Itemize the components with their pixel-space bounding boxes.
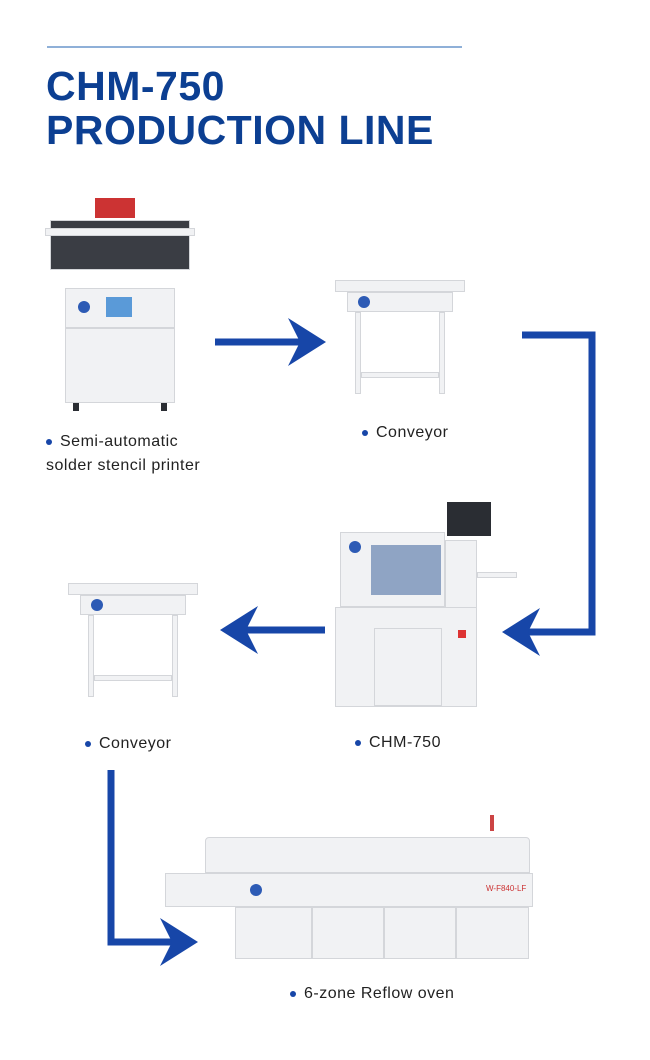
bullet-icon [85,740,91,747]
arrowhead-right-2 [160,918,198,966]
chm750-label: CHM-750 [355,731,441,755]
bullet-icon [46,438,52,445]
printer-label: Semi-automatic solder stencil printer [46,430,200,478]
arrow-conveyor-to-chm750 [522,331,596,636]
title-line-2: PRODUCTION LINE [46,107,434,153]
oven-model-marking: W-F840-LF [486,884,527,893]
arrow-conveyor-to-oven [107,770,180,946]
bullet-icon [355,739,361,746]
arrowhead-left-1 [502,608,540,656]
stencil-printer-image [45,198,195,413]
reflow-oven-image: W-F840-LF [165,815,533,970]
arrowhead-right-1 [288,318,326,366]
bullet-icon [290,990,296,997]
printer-label-line2: solder stencil printer [46,457,201,474]
header-rule [47,46,462,48]
title-line-1: CHM-750 [46,63,225,109]
conveyor-1-label-text: Conveyor [376,424,449,441]
reflow-oven-label-text: 6-zone Reflow oven [304,985,455,1002]
printer-label-line1: Semi-automatic [60,433,179,450]
arrowhead-left-2 [220,606,258,654]
conveyor-2-label: Conveyor [85,732,171,756]
bullet-icon [362,429,368,436]
chm750-image [335,502,520,720]
reflow-oven-label: 6-zone Reflow oven [290,982,454,1006]
chm750-label-text: CHM-750 [369,734,441,751]
conveyor-1-label: Conveyor [362,421,448,445]
conveyor-1-image [335,280,465,402]
conveyor-2-image [68,583,198,705]
conveyor-2-label-text: Conveyor [99,735,172,752]
page-title: CHM-750 PRODUCTION LINE [46,64,434,152]
